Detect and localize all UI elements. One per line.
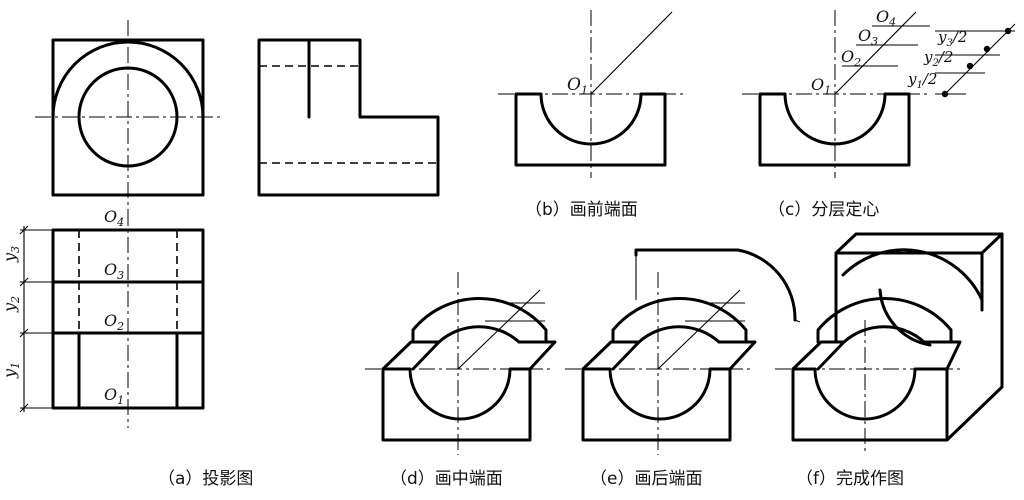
dim-y1-label: y1 bbox=[0, 362, 22, 379]
label-O3-c: O3 bbox=[858, 26, 878, 48]
dim-y2-label: y2 bbox=[0, 296, 22, 313]
label-O3-top: O3 bbox=[104, 260, 124, 282]
side-view bbox=[257, 38, 440, 197]
caption-c: （c）分层定心 bbox=[768, 200, 879, 220]
panel-e-rear-face: （e）画后端面 bbox=[565, 248, 801, 489]
label-O1-c: O1 bbox=[811, 75, 831, 97]
panel-c-layered-centers: O1 O2 O3 O4 y3/2 y2/2 y1/2 （c）分层定心 bbox=[742, 7, 1016, 220]
label-y1-half: y1/2 bbox=[907, 70, 937, 91]
label-O4-c: O4 bbox=[876, 7, 896, 29]
label-O4-top: O4 bbox=[104, 207, 124, 229]
caption-b: （b）画前端面 bbox=[525, 200, 638, 220]
caption-d: （d）画中端面 bbox=[390, 469, 503, 489]
top-view: y3 y2 y1 O4 O3 O2 O1 bbox=[0, 207, 205, 428]
panel-a-projections: y3 y2 y1 O4 O3 O2 O1 （a）投影图 bbox=[0, 20, 440, 489]
label-O2-c: O2 bbox=[841, 47, 861, 69]
front-view bbox=[35, 20, 222, 212]
label-y3-half: y3/2 bbox=[937, 28, 967, 49]
dim-y3-label: y3 bbox=[0, 246, 22, 263]
label-O1-top: O1 bbox=[104, 385, 124, 407]
panel-d-middle-face: （d）画中端面 bbox=[365, 272, 557, 489]
caption-e: （e）画后端面 bbox=[590, 469, 702, 489]
label-y2-half: y2/2 bbox=[923, 48, 953, 69]
label-O2-top: O2 bbox=[104, 311, 124, 333]
panel-f-finished: （f）完成作图 bbox=[775, 232, 1004, 489]
panel-b-front-face: O1 （b）画前端面 bbox=[498, 10, 684, 220]
label-O1-b: O1 bbox=[567, 75, 588, 97]
caption-a: （a）投影图 bbox=[158, 469, 253, 489]
caption-f: （f）完成作图 bbox=[796, 469, 904, 489]
